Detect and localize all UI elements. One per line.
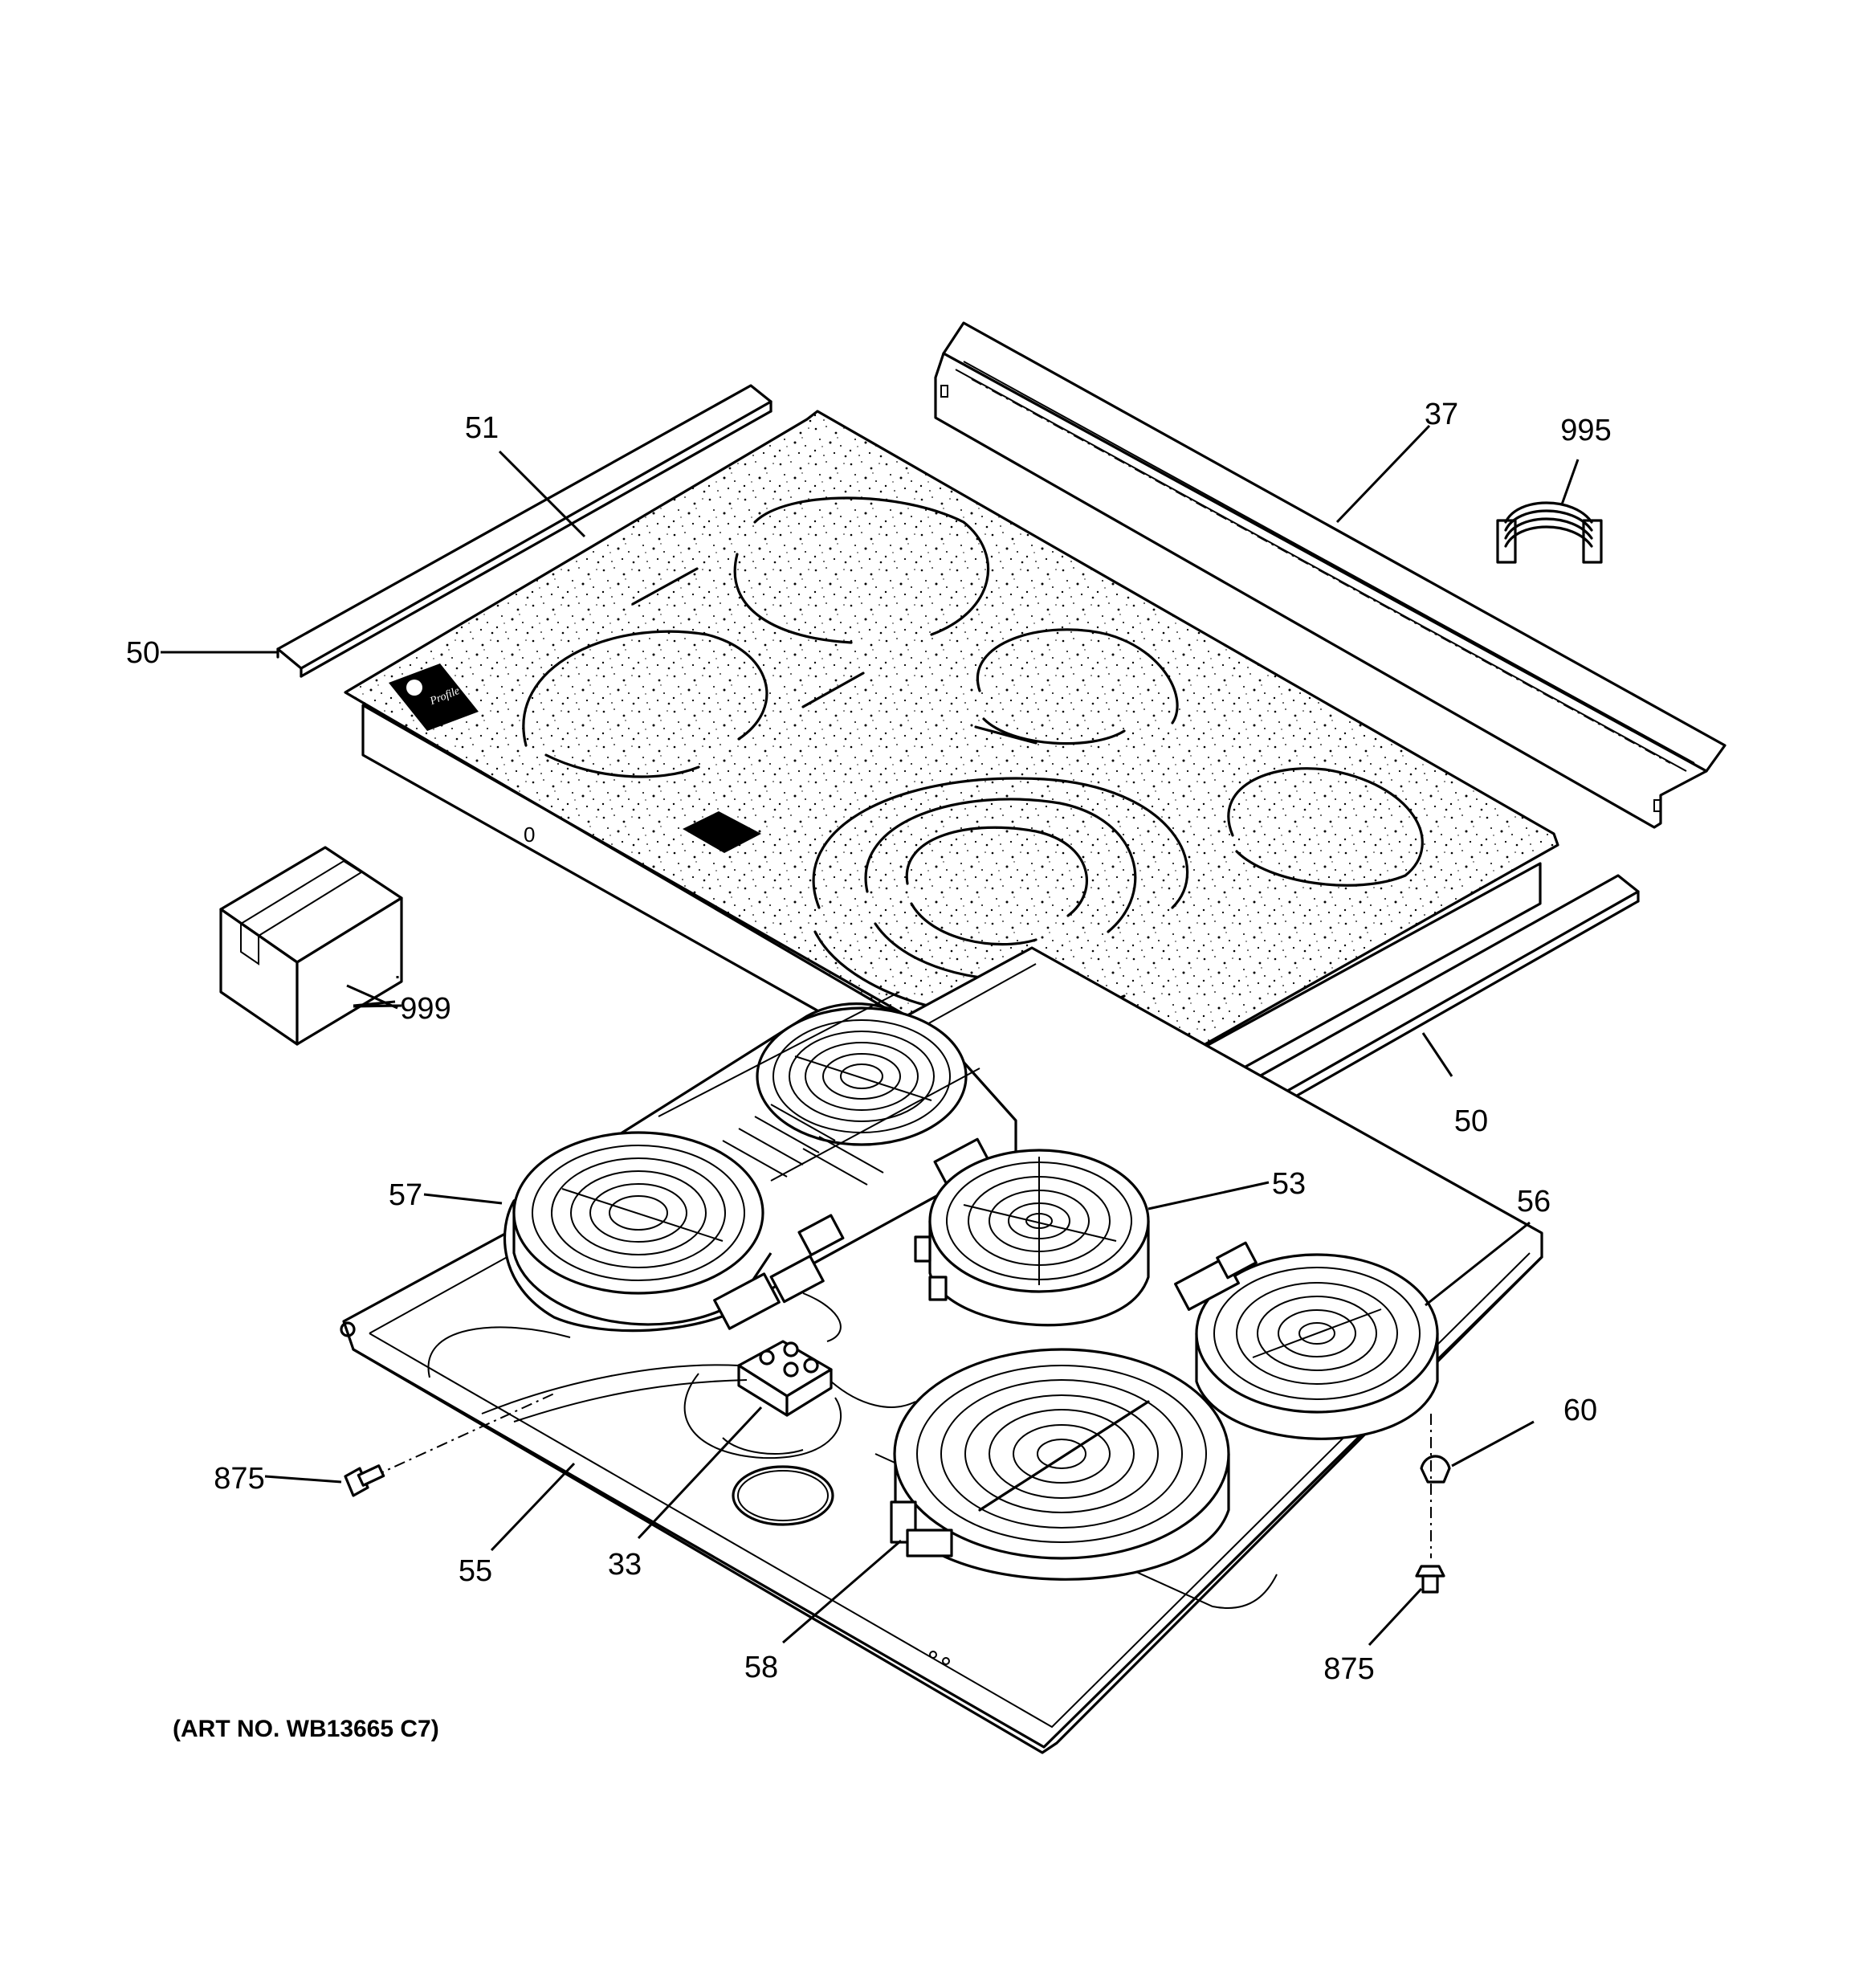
callout-995: 995 [1560, 414, 1611, 447]
callout-50-left: 50 [126, 636, 160, 670]
wire-harness-995 [1496, 501, 1603, 564]
radiant-element-53 [914, 1149, 1150, 1327]
screw-875-left [344, 1464, 385, 1497]
wiring [427, 1292, 916, 1526]
parts-box-999 [219, 846, 403, 1046]
callout-57: 57 [389, 1178, 422, 1212]
radiant-element-58 [890, 1348, 1230, 1581]
callout-labels: 51 37 995 50 999 50 57 53 56 60 875 55 3… [126, 398, 1612, 1742]
clip-60 [1420, 1455, 1451, 1484]
ge-profile-logo: Profile [389, 663, 479, 731]
control-marker: 0 [524, 823, 535, 847]
callout-60: 60 [1563, 1394, 1597, 1427]
side-trim-left [276, 384, 773, 678]
callout-33: 33 [608, 1548, 642, 1582]
art-number: (ART NO. WB13665 C7) [173, 1716, 439, 1742]
callout-875-left: 875 [214, 1462, 264, 1496]
callout-50-right: 50 [1454, 1104, 1488, 1138]
callout-875-right: 875 [1323, 1652, 1374, 1686]
leader-lines [161, 424, 1580, 1647]
callout-37: 37 [1425, 398, 1458, 431]
control-window [683, 811, 761, 853]
callout-56: 56 [1517, 1185, 1551, 1219]
radiant-element-56 [1174, 1241, 1439, 1440]
callout-999: 999 [400, 992, 450, 1026]
dual-radiant-element-57 [503, 991, 1017, 1333]
callout-58: 58 [744, 1651, 778, 1684]
callout-55: 55 [459, 1554, 492, 1588]
screw-875-right [1415, 1565, 1445, 1594]
callout-51: 51 [465, 411, 499, 445]
terminal-block-33 [737, 1340, 833, 1417]
rear-trim-37 [934, 321, 1726, 829]
callout-53: 53 [1272, 1167, 1306, 1201]
